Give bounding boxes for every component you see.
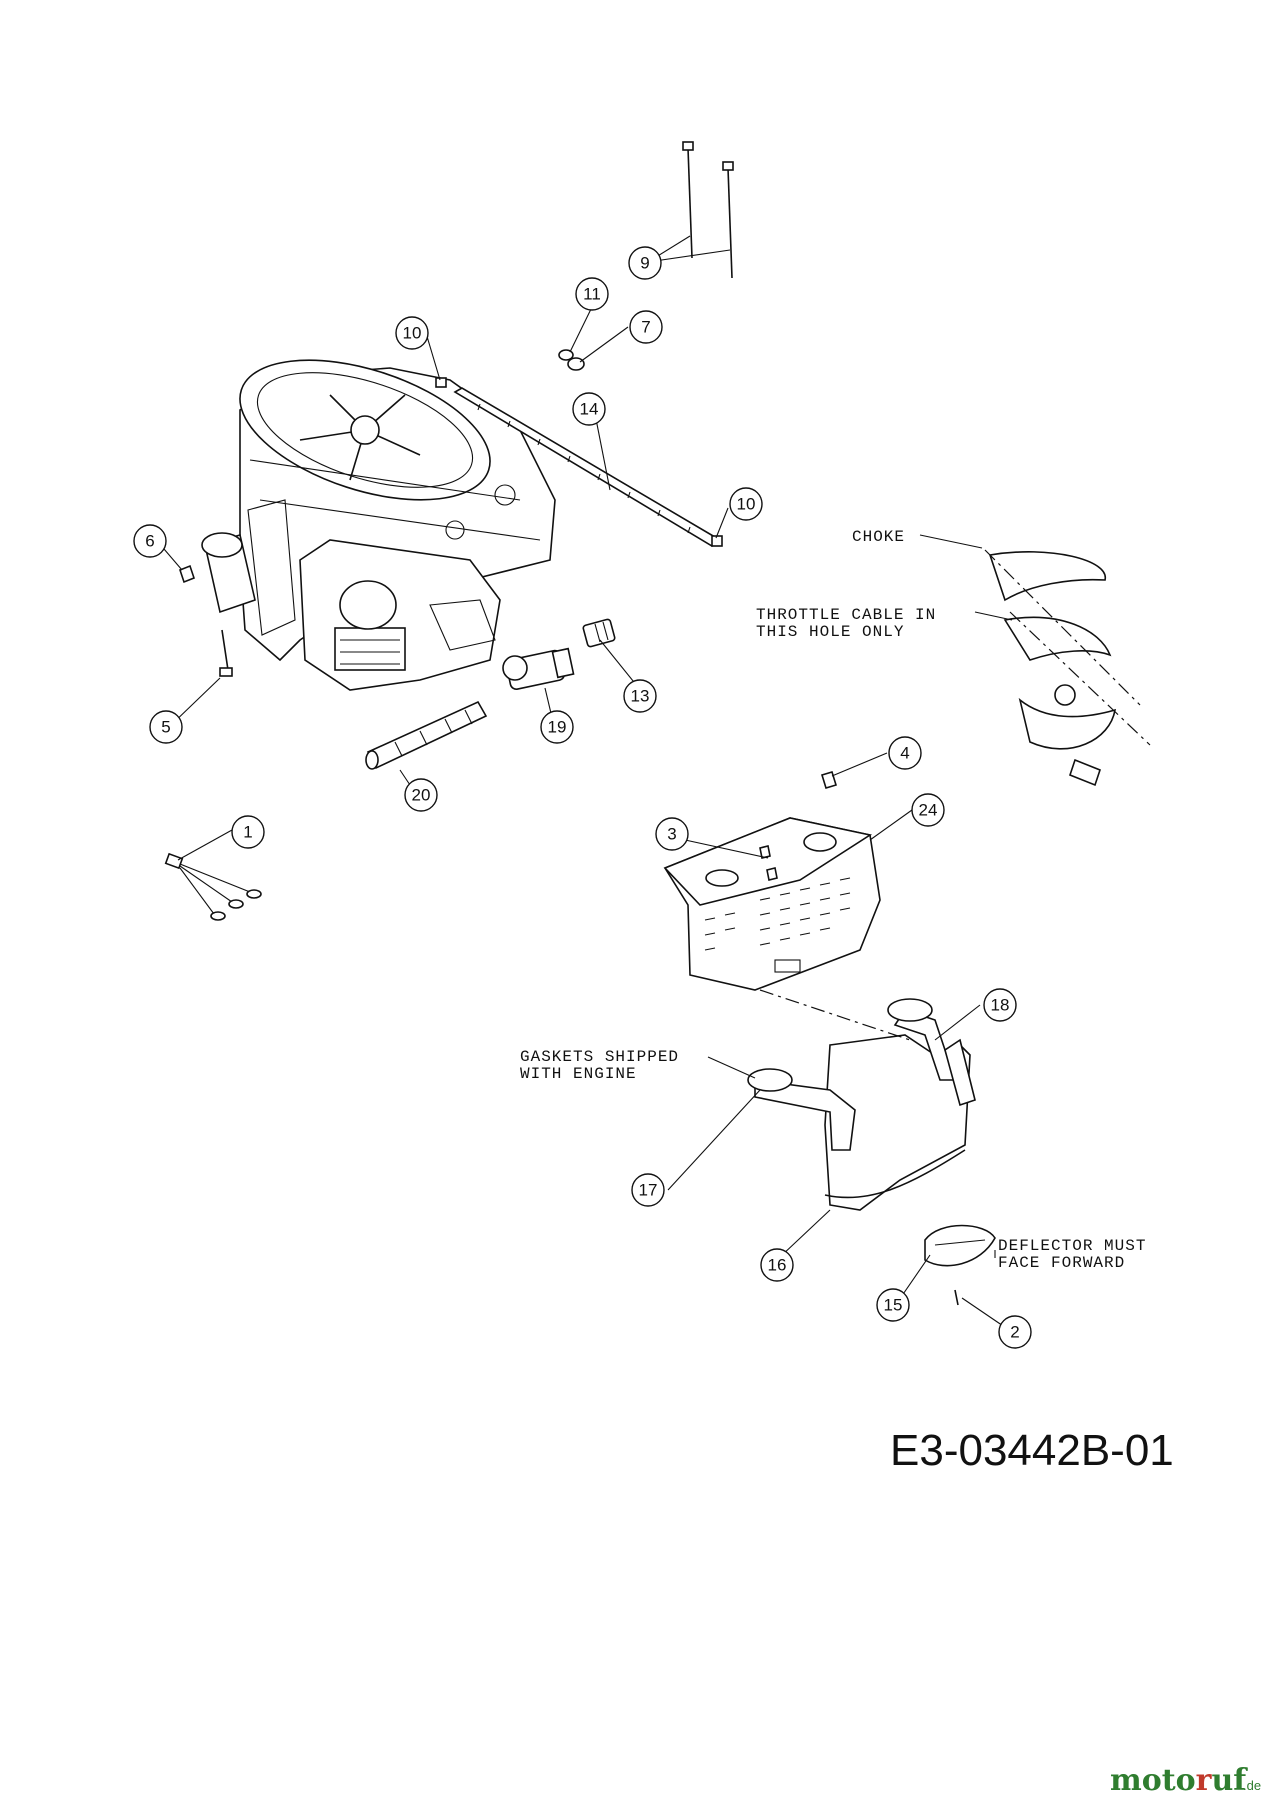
drawing-code: E3-03442B-01 xyxy=(890,1426,1174,1475)
note-throttle-line-2: THIS HOLE ONLY xyxy=(756,623,904,641)
callout-20: 20 xyxy=(404,778,438,812)
part-9-bolts xyxy=(682,141,734,279)
svg-text:17: 17 xyxy=(639,1181,658,1200)
callout-17: 17 xyxy=(631,1173,665,1207)
callout-1: 1 xyxy=(231,815,265,849)
note-gaskets-line-1: GASKETS SHIPPED xyxy=(520,1048,679,1066)
callout-13: 13 xyxy=(623,679,657,713)
brand-watermark: motoruf .de xyxy=(1110,1763,1261,1798)
svg-text:4: 4 xyxy=(900,744,909,763)
gasket-right xyxy=(887,998,933,1022)
callout-19: 19 xyxy=(540,710,574,744)
choke-throttle-plate xyxy=(984,549,1151,787)
callout-5: 5 xyxy=(149,710,183,744)
note-deflector-line-1: DEFLECTOR MUST xyxy=(998,1237,1146,1255)
svg-text:.de: .de xyxy=(1243,1778,1261,1793)
note-gaskets-line-2: WITH ENGINE xyxy=(520,1065,637,1083)
callout-2: 2 xyxy=(998,1315,1032,1349)
callout-7: 7 xyxy=(629,310,663,344)
callout-11: 11 xyxy=(575,277,609,311)
svg-text:15: 15 xyxy=(884,1296,903,1315)
callout-16: 16 xyxy=(760,1248,794,1282)
part-5-bolt xyxy=(221,629,229,671)
part-4-screw xyxy=(820,771,838,789)
pipe-18 xyxy=(893,1009,957,1081)
callout-10-top: 10 xyxy=(395,316,429,350)
callout-9: 9 xyxy=(628,246,662,280)
svg-text:16: 16 xyxy=(768,1256,787,1275)
part-2-screw xyxy=(954,1289,959,1306)
svg-text:10: 10 xyxy=(737,495,756,514)
part-10-clamp-top xyxy=(435,377,447,388)
deflector-15 xyxy=(924,1224,996,1267)
note-deflector-line-2: FACE FORWARD xyxy=(998,1254,1125,1272)
part-10-clamp-bottom xyxy=(711,535,723,547)
callout-15: 15 xyxy=(876,1288,910,1322)
heat-shield-24 xyxy=(663,817,881,991)
engine xyxy=(201,359,556,691)
svg-text:11: 11 xyxy=(583,285,601,304)
note-throttle-line-1: THROTTLE CABLE IN xyxy=(756,606,936,624)
svg-text:24: 24 xyxy=(919,801,938,820)
svg-text:6: 6 xyxy=(145,532,154,551)
svg-text:motoruf: motoruf xyxy=(1110,1763,1248,1798)
part-3-screws xyxy=(759,845,778,881)
part-11-7-washer-nut xyxy=(558,349,585,371)
svg-text:10: 10 xyxy=(403,324,422,343)
callout-24: 24 xyxy=(911,793,945,827)
part-19-fitting xyxy=(502,647,575,690)
svg-text:13: 13 xyxy=(631,687,650,706)
tube-20 xyxy=(365,700,488,770)
svg-text:9: 9 xyxy=(640,254,649,273)
part-1-wire-harness xyxy=(164,852,262,921)
svg-text:3: 3 xyxy=(667,825,676,844)
callout-3: 3 xyxy=(655,817,689,851)
part-6-screw xyxy=(179,564,195,584)
svg-text:18: 18 xyxy=(991,996,1010,1015)
callout-leaders xyxy=(157,235,1013,1333)
pipe-17 xyxy=(754,1079,856,1151)
callout-18: 18 xyxy=(983,988,1017,1022)
gasket-left xyxy=(747,1068,793,1092)
svg-text:5: 5 xyxy=(161,718,170,737)
callout-4: 4 xyxy=(888,736,922,770)
muffler-assembly xyxy=(747,989,976,1211)
callout-14: 14 xyxy=(572,392,606,426)
note-choke: CHOKE xyxy=(852,528,905,546)
svg-text:7: 7 xyxy=(641,318,650,337)
svg-text:14: 14 xyxy=(580,400,599,419)
part-13-fitting xyxy=(582,618,616,648)
callout-6: 6 xyxy=(133,524,167,558)
svg-text:2: 2 xyxy=(1010,1323,1019,1342)
svg-text:1: 1 xyxy=(243,823,252,842)
svg-text:19: 19 xyxy=(548,718,567,737)
callout-10-bottom: 10 xyxy=(729,487,763,521)
svg-text:20: 20 xyxy=(412,786,431,805)
